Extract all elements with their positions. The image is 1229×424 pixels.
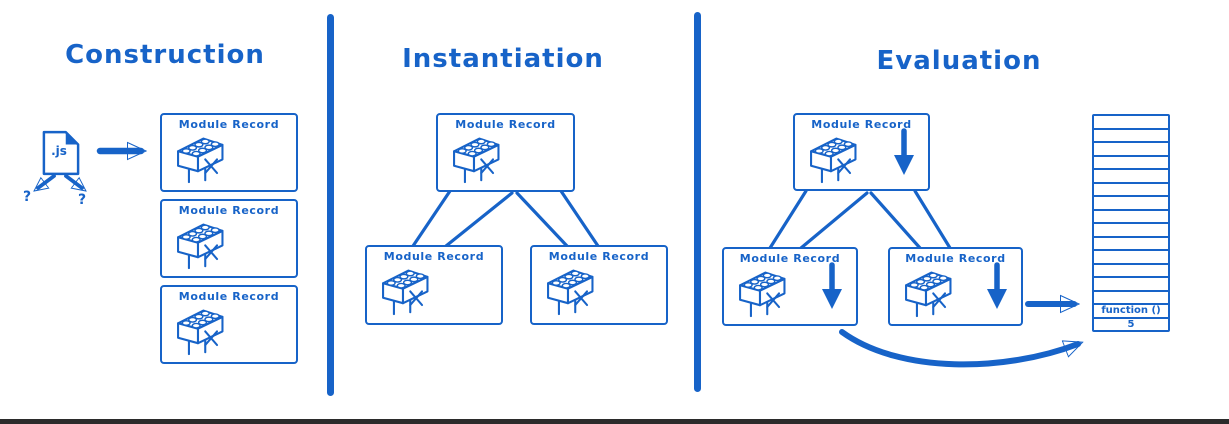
section-divider-line: [694, 12, 701, 392]
evaluation-title: Evaluation: [876, 46, 1042, 76]
lego-brick-icon: [445, 132, 503, 185]
module-record-box: Module Record: [888, 247, 1023, 326]
memory-cell-function: function (): [1094, 303, 1168, 317]
construction-title: Construction: [65, 40, 265, 70]
js-file-icon: [42, 130, 80, 176]
module-record-label: Module Record: [383, 250, 485, 263]
memory-cell: [1094, 116, 1168, 128]
down-arrow-icon: [891, 128, 917, 178]
section-divider-line: [327, 14, 334, 396]
js-file-label: .js: [51, 144, 67, 158]
module-record-box: Module Record: [530, 245, 668, 325]
lego-brick-icon: [169, 304, 227, 357]
module-record-label: Module Record: [548, 250, 650, 263]
memory-cell: [1094, 154, 1168, 169]
memory-cell: [1094, 195, 1168, 209]
module-record-label: Module Record: [455, 118, 556, 131]
lego-brick-icon: [897, 266, 955, 319]
memory-cell: [1094, 208, 1168, 223]
module-record-box: Module Record: [722, 247, 858, 326]
lego-brick-icon: [169, 132, 227, 185]
module-record-box: Module Record: [793, 113, 930, 191]
down-arrow-icon: [819, 262, 845, 312]
memory-cell: [1094, 289, 1168, 304]
module-record-label: Module Record: [178, 204, 280, 217]
unknown-dependency-right: ?: [78, 192, 87, 208]
memory-column: function () 5: [1092, 114, 1170, 332]
evaluation-tree-connector-right: [869, 189, 952, 250]
instantiation-title: Instantiation: [402, 44, 604, 74]
module-record-box: Module Record: [160, 199, 298, 278]
memory-cell: [1094, 127, 1168, 142]
module-record-label: Module Record: [905, 252, 1006, 265]
module-record-box: Module Record: [160, 285, 298, 364]
memory-cell-value: 5: [1094, 316, 1168, 331]
memory-cell: [1094, 141, 1168, 155]
memory-cell: [1094, 249, 1168, 263]
lego-brick-icon: [539, 264, 597, 317]
evaluation-tree-connector-left: [768, 189, 869, 250]
lego-brick-icon: [374, 264, 432, 317]
unknown-dependency-left: ?: [23, 189, 32, 205]
module-record-label: Module Record: [178, 118, 280, 131]
file-unknown-arrow-icons: [38, 174, 82, 188]
footer-bar: [0, 419, 1229, 424]
module-record-box: Module Record: [160, 113, 298, 192]
module-record-label: Module Record: [178, 290, 280, 303]
down-arrow-icon: [984, 262, 1010, 312]
module-record-box: Module Record: [365, 245, 503, 325]
module-record-box: Module Record: [436, 113, 575, 192]
memory-cell: [1094, 168, 1168, 182]
lego-brick-icon: [169, 218, 227, 271]
memory-cell: [1094, 262, 1168, 277]
memory-cell: [1094, 222, 1168, 236]
module-record-label: Module Record: [739, 252, 841, 265]
lego-brick-icon: [802, 132, 860, 185]
curved-memory-arrow-icon: [839, 329, 1078, 368]
memory-cell: [1094, 276, 1168, 290]
lego-brick-icon: [731, 266, 789, 319]
instantiation-tree-connector-right: [515, 189, 600, 248]
memory-cell: [1094, 181, 1168, 196]
memory-cell: [1094, 235, 1168, 250]
instantiation-tree-connector-left: [411, 189, 514, 248]
module-record-label: Module Record: [811, 118, 912, 131]
